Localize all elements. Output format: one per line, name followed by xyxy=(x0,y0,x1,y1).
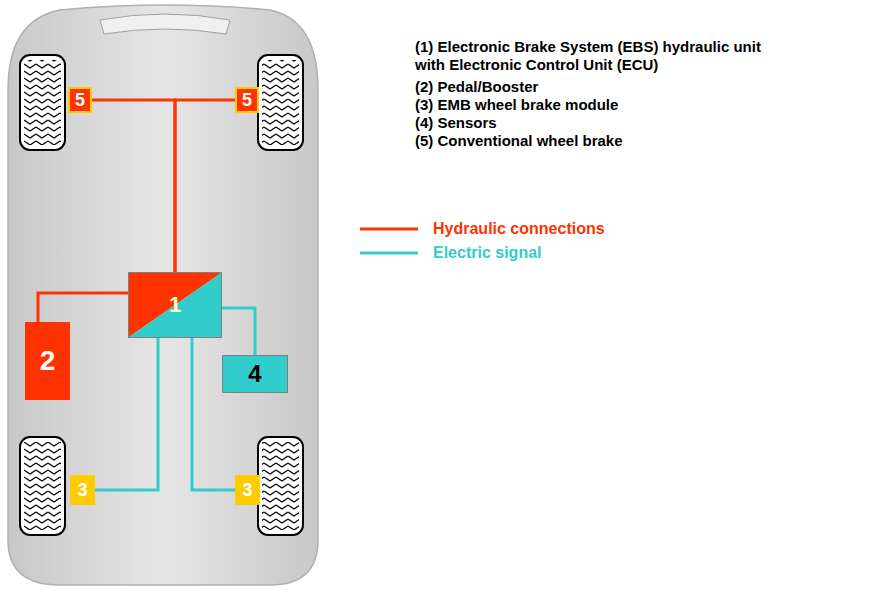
key-item: (1) Electronic Brake System (EBS) hydrau… xyxy=(415,38,775,74)
key-item: (5) Conventional wheel brake xyxy=(415,132,815,150)
windshield xyxy=(100,14,230,34)
tire xyxy=(20,437,65,535)
hydraulic-line xyxy=(38,293,128,322)
key-item: (3) EMB wheel brake module xyxy=(415,96,815,114)
tire xyxy=(258,437,303,535)
callout-number: 5 xyxy=(242,91,252,109)
legend-line-sample xyxy=(360,228,418,231)
electric-line xyxy=(222,308,255,355)
electric-line xyxy=(95,338,158,490)
emb-module-box: 3 xyxy=(235,475,260,505)
hydraulic-line xyxy=(175,100,235,272)
key-item: (2) Pedal/Booster xyxy=(415,78,815,96)
tire xyxy=(20,55,65,150)
legend-text: Electric signal xyxy=(433,244,542,262)
wheel-brake-box: 5 xyxy=(235,87,259,113)
key-item: (4) Sensors xyxy=(415,114,815,132)
car-body xyxy=(8,5,318,585)
callout-number: 3 xyxy=(242,481,252,499)
callout-number: 5 xyxy=(75,91,85,109)
hydraulic-line xyxy=(92,100,175,272)
tire xyxy=(258,55,303,150)
ebs-unit-box: 1 xyxy=(128,272,222,338)
callout-number: 4 xyxy=(248,362,261,386)
legend-line-sample xyxy=(360,252,418,255)
pedal-booster-box: 2 xyxy=(25,322,70,400)
callout-number: 3 xyxy=(77,481,87,499)
sensors-box: 4 xyxy=(222,355,288,393)
emb-module-box: 3 xyxy=(70,475,95,505)
callout-number: 2 xyxy=(40,347,56,375)
legend-text: Hydraulic connections xyxy=(433,220,605,238)
callout-number: 1 xyxy=(169,294,181,316)
wheel-brake-box: 5 xyxy=(68,87,92,113)
